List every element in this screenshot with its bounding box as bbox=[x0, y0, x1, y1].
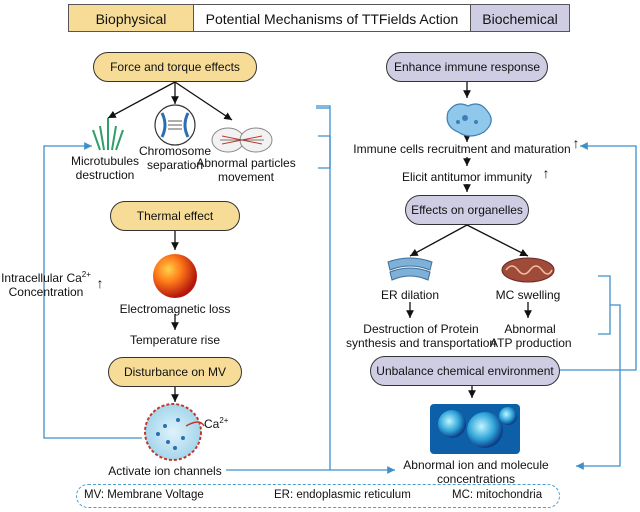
pill-disturbance-mv: Disturbance on MV bbox=[108, 357, 242, 387]
header-title: Potential Mechanisms of TTFields Action bbox=[194, 4, 470, 32]
label-intracellular-ca: Intracellular Ca2+ Concentration bbox=[1, 270, 91, 299]
label-mc-swelling: MC swelling bbox=[495, 288, 561, 302]
legend-box bbox=[76, 484, 560, 508]
ion-molecule-image bbox=[430, 404, 520, 454]
up-arrow-elicit: ↑ bbox=[542, 165, 550, 181]
label-temperature-rise: Temperature rise bbox=[129, 333, 221, 347]
left-black-arrows bbox=[107, 81, 233, 402]
header-biophysical: Biophysical bbox=[68, 4, 194, 32]
header-biochemical: Biochemical bbox=[470, 4, 570, 32]
pill-thermal-effect: Thermal effect bbox=[110, 201, 240, 231]
legend-mc: MC: mitochondria bbox=[452, 489, 543, 501]
cell-membrane-icon bbox=[144, 403, 205, 461]
microtubules-icon bbox=[92, 118, 124, 151]
pill-unbalance-chemical: Unbalance chemical environment bbox=[370, 356, 560, 386]
label-er-dilation: ER dilation bbox=[380, 288, 440, 302]
legend-er: ER: endoplasmic reticulum bbox=[274, 489, 411, 501]
pill-effects-organelles: Effects on organelles bbox=[405, 195, 529, 225]
electromagnetic-sphere-icon bbox=[153, 254, 197, 298]
pill-enhance-immune: Enhance immune response bbox=[386, 52, 548, 82]
blue-connectors bbox=[43, 105, 637, 474]
abnormal-particles-icon bbox=[211, 127, 273, 153]
label-elicit-antitumor: Elicit antitumor immunity bbox=[401, 170, 533, 184]
pill-force-torque: Force and torque effects bbox=[93, 52, 257, 82]
up-arrow-intracellular: ↑ bbox=[96, 275, 104, 291]
label-immune-recruitment: Immune cells recruitment and maturation bbox=[353, 142, 571, 156]
er-icon bbox=[387, 257, 433, 281]
label-activate-ion: Activate ion channels bbox=[108, 464, 222, 478]
chromosome-icon bbox=[154, 104, 196, 146]
legend-mv: MV: Membrane Voltage bbox=[84, 489, 204, 501]
label-electromagnetic-loss: Electromagnetic loss bbox=[119, 302, 231, 316]
immune-cell-icon bbox=[446, 103, 492, 137]
label-ca-ion: Ca2+ bbox=[204, 416, 229, 431]
mitochondria-icon bbox=[501, 257, 555, 283]
up-arrow-immune: ↑ bbox=[572, 135, 580, 151]
